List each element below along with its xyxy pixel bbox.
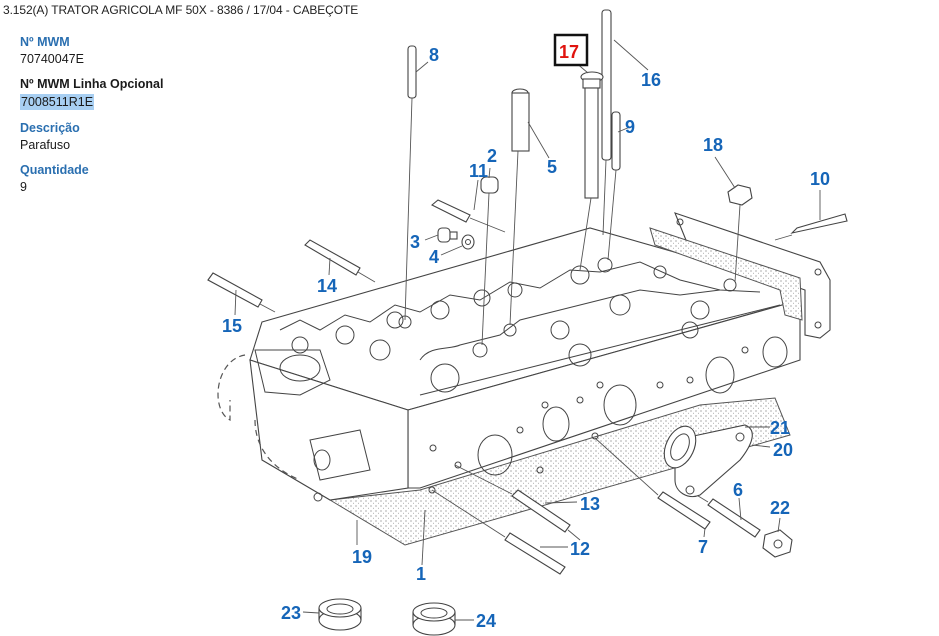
- manifold-gasket: [649, 212, 831, 339]
- leader-lines: [234, 39, 821, 621]
- nut-22: [762, 529, 793, 558]
- part-label-12[interactable]: 12: [570, 539, 590, 559]
- part-label-13[interactable]: 13: [580, 494, 600, 514]
- part-label-11[interactable]: 11: [469, 161, 488, 181]
- part-label-1[interactable]: 1: [416, 564, 426, 584]
- optional-number-field: Nº MWM Linha Opcional 7008511R1E: [20, 76, 190, 111]
- optional-number-value[interactable]: 7008511R1E: [20, 94, 95, 110]
- quantity-field: Quantidade 9: [20, 162, 190, 195]
- part-label-17-selected[interactable]: 17: [559, 42, 579, 62]
- seat-ring-23: [318, 598, 362, 631]
- part-label-15[interactable]: 15: [222, 316, 242, 336]
- stud-7: [594, 437, 711, 530]
- optional-number-label: Nº MWM Linha Opcional: [20, 77, 164, 91]
- description-field: Descrição Parafuso: [20, 120, 190, 153]
- part-label-10[interactable]: 10: [810, 169, 830, 189]
- exploded-parts-diagram: 1 2 3 4 5 6 7 8 9 10 11 12 13 14 15 16 1…: [190, 0, 939, 636]
- description-value: Parafuso: [20, 138, 71, 152]
- plug-3: [437, 227, 458, 243]
- part-label-24[interactable]: 24: [476, 611, 496, 631]
- stud-12: [431, 489, 566, 575]
- part-label-5[interactable]: 5: [547, 157, 557, 177]
- sleeve-5: [509, 88, 530, 326]
- part-label-14[interactable]: 14: [317, 276, 337, 296]
- stud-13: [454, 464, 581, 541]
- part-label-18[interactable]: 18: [703, 135, 723, 155]
- stud-15: [207, 272, 276, 313]
- selected-part-box: [553, 33, 589, 67]
- mwm-number-value: 70740047E: [20, 52, 84, 66]
- bolt-17: [579, 71, 604, 271]
- part-label-19[interactable]: 19: [352, 547, 372, 567]
- part-label-2[interactable]: 2: [487, 146, 497, 166]
- part-label-22[interactable]: 22: [770, 498, 790, 518]
- mwm-number-label: Nº MWM: [20, 35, 70, 49]
- part-label-16[interactable]: 16: [641, 70, 661, 90]
- quantity-label: Quantidade: [20, 163, 89, 177]
- part-label-6[interactable]: 6: [733, 480, 743, 500]
- part-label-21[interactable]: 21: [770, 418, 790, 438]
- stud-14: [304, 239, 376, 283]
- part-label-3[interactable]: 3: [410, 232, 420, 252]
- part-label-8[interactable]: 8: [429, 45, 439, 65]
- seat-ring-24: [412, 602, 456, 636]
- part-label-4[interactable]: 4: [429, 247, 439, 267]
- seal-21: [663, 425, 697, 469]
- nut-18: [727, 184, 753, 283]
- stud-16: [601, 9, 612, 236]
- quantity-value: 9: [20, 180, 27, 194]
- stud-10: [774, 213, 848, 241]
- part-label-7[interactable]: 7: [698, 537, 708, 557]
- page-title: 3.152(A) TRATOR AGRICOLA MF 50X - 8386 /…: [3, 3, 359, 17]
- mwm-number-field: Nº MWM 70740047E: [20, 34, 190, 67]
- part-info-panel: Nº MWM 70740047E Nº MWM Linha Opcional 7…: [20, 34, 190, 204]
- stud-9: [607, 111, 621, 261]
- stud-11: [431, 199, 506, 233]
- description-label: Descrição: [20, 121, 80, 135]
- part-label-20[interactable]: 20: [773, 440, 793, 460]
- part-label-23[interactable]: 23: [281, 603, 301, 623]
- washer-4: [461, 234, 475, 250]
- part-label-9[interactable]: 9: [625, 117, 635, 137]
- stud-8: [404, 45, 417, 321]
